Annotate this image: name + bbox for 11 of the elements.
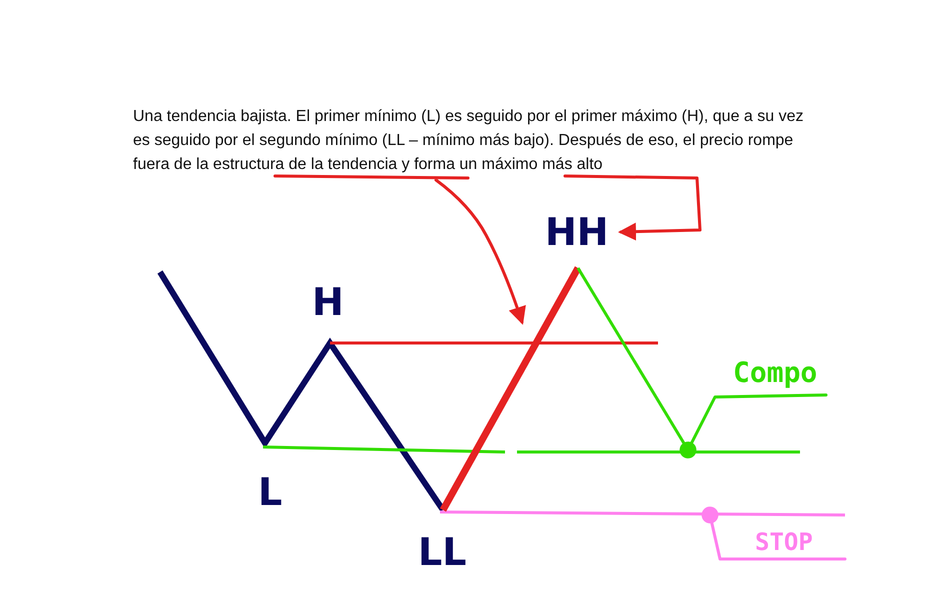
stop-label: STOP xyxy=(755,528,835,556)
arrow xyxy=(274,174,526,325)
description-text: Una tendencia bajista. El primer mínimo (L) es seguido por el primer máximo (H), que a su vez es seguido por el segundo mínimo (LL – mínimo más bajo). Después de eso, el precio rompe fuera de la estructura de la tendencia y forma un máximo más alto xyxy=(133,105,811,177)
point-label: L xyxy=(258,470,282,514)
point-label: H xyxy=(312,280,344,324)
buy-label: Compo xyxy=(733,356,848,389)
connector xyxy=(680,394,828,458)
arrow xyxy=(564,174,702,241)
connector xyxy=(702,506,846,560)
peak-label: HH xyxy=(545,210,615,254)
point-label: LL xyxy=(418,530,466,574)
